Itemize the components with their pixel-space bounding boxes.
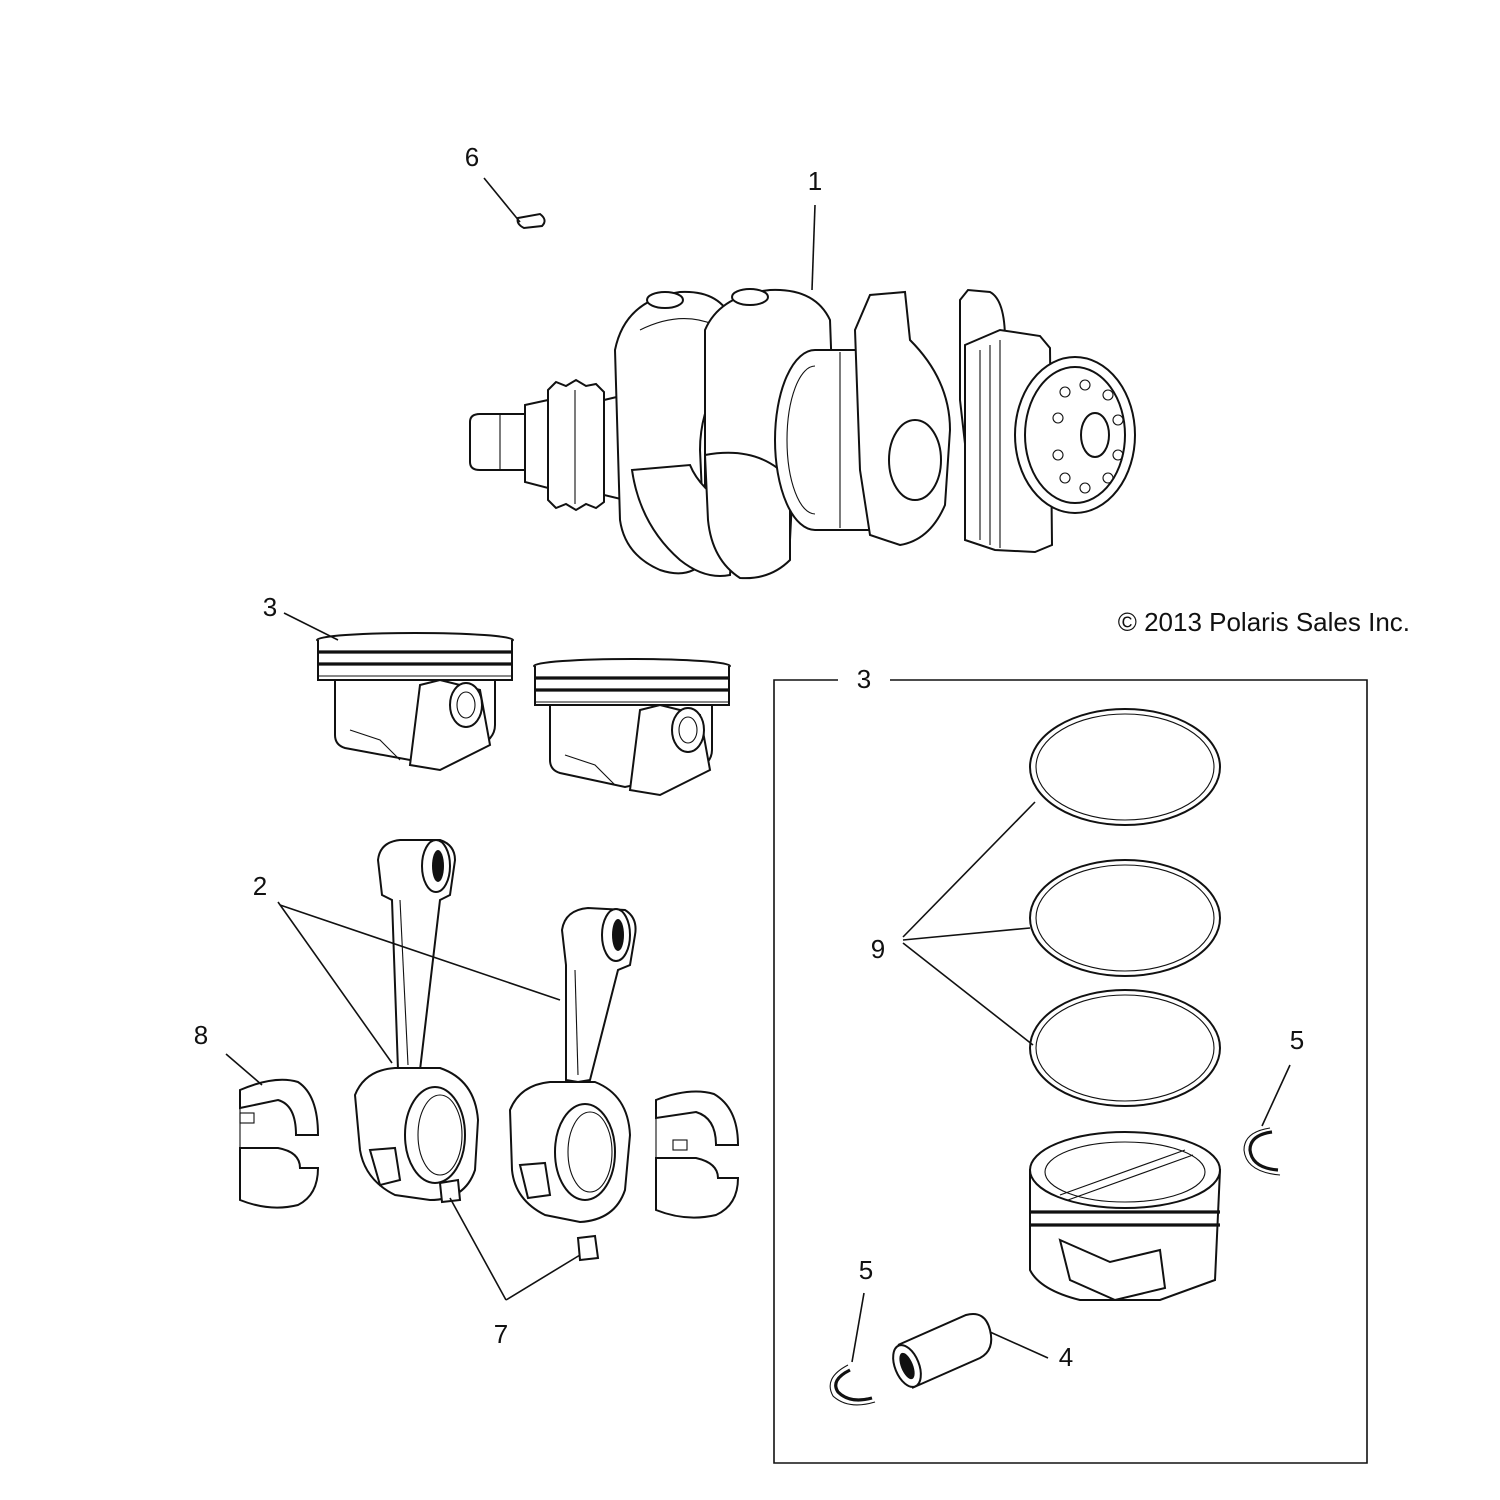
callout-crankshaft: 1 xyxy=(808,166,822,196)
callouts: 1 6 3 3 2 9 8 5 5 7 4 xyxy=(194,142,1304,1372)
callout-piston-pin: 4 xyxy=(1059,1342,1073,1372)
circlip-right xyxy=(1243,1127,1281,1176)
callout-rod-bearing: 8 xyxy=(194,1020,208,1050)
leader-lines xyxy=(225,177,1291,1363)
callout-piston-assembly: 3 xyxy=(263,592,277,622)
callout-woodruff-key: 6 xyxy=(465,142,479,172)
connecting-rod-left xyxy=(353,839,480,1204)
connecting-rod-right xyxy=(508,906,637,1262)
crankshaft xyxy=(469,288,1136,580)
callout-piston-kit-box: 3 xyxy=(857,664,871,694)
callout-circlip-left: 5 xyxy=(859,1255,873,1285)
callout-connecting-rod: 2 xyxy=(253,871,267,901)
woodruff-key xyxy=(516,212,546,230)
rod-bearing-right xyxy=(655,1090,740,1219)
copyright-notice: © 2013 Polaris Sales Inc. xyxy=(1118,607,1410,637)
circlip-left xyxy=(829,1364,876,1406)
piston-kit-piston xyxy=(1029,1131,1222,1302)
rod-bearing-left xyxy=(239,1078,320,1209)
callout-circlip-right: 5 xyxy=(1290,1025,1304,1055)
callout-rod-bolt: 7 xyxy=(494,1319,508,1349)
callout-piston-rings: 9 xyxy=(871,934,885,964)
piston-left xyxy=(316,632,514,772)
piston-kit-box xyxy=(773,679,1368,1464)
piston-rings xyxy=(1029,708,1221,1107)
piston-right xyxy=(533,658,731,797)
piston-pin xyxy=(892,1313,993,1389)
